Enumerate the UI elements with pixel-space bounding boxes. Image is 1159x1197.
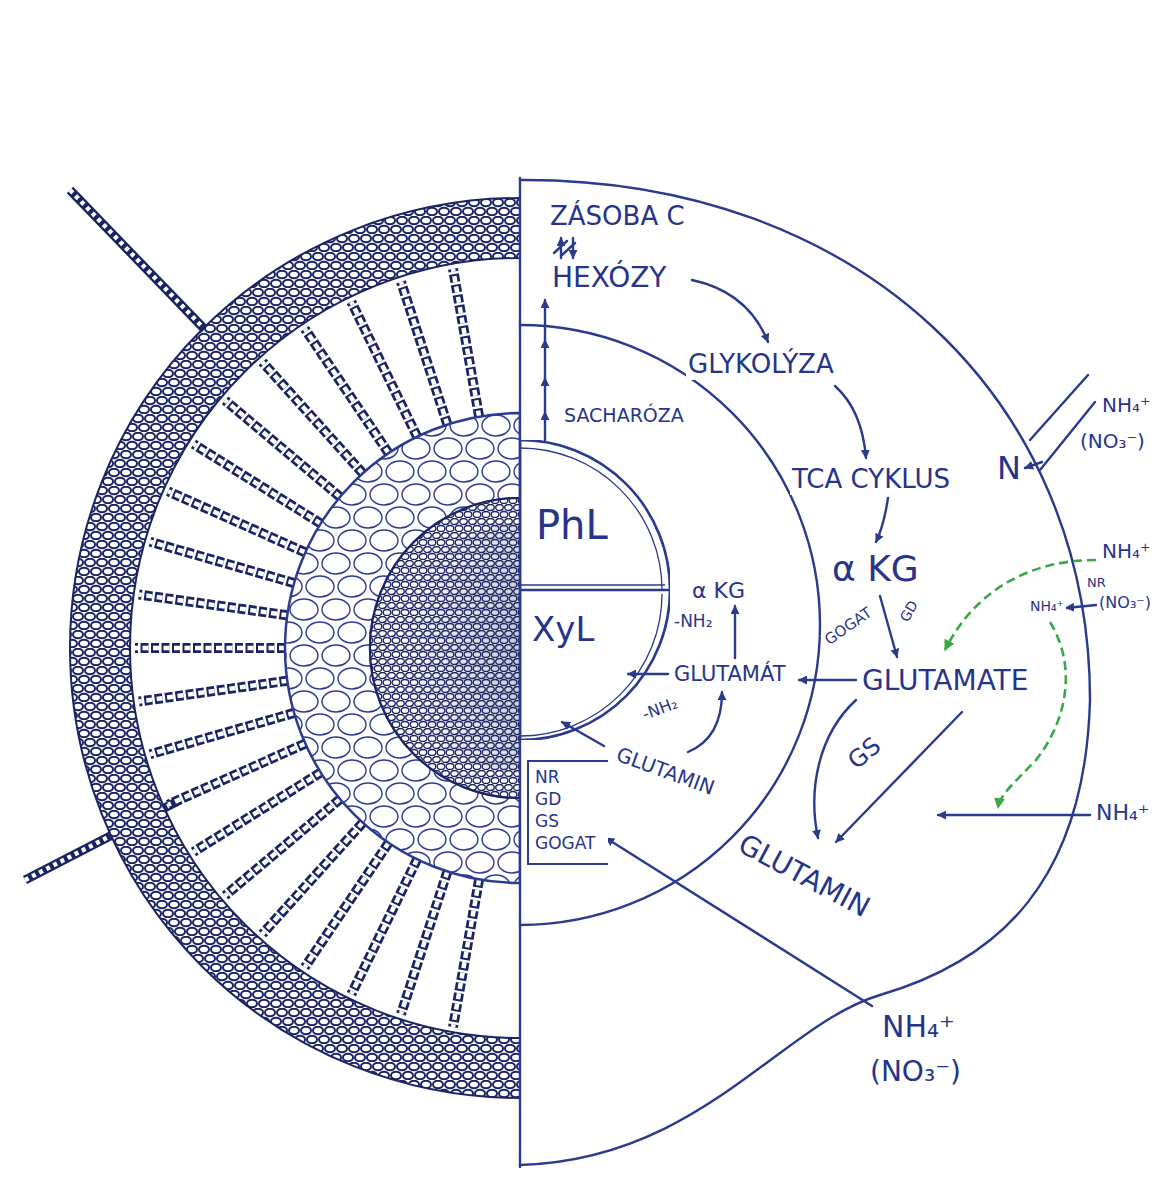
enzyme-name: GS bbox=[535, 810, 559, 832]
label-text: GLYKOLÝZA bbox=[686, 350, 836, 380]
sector-label: PhL bbox=[536, 502, 608, 548]
label-text: NH₄⁺ bbox=[1094, 800, 1151, 825]
label-text: (NO₃⁻) bbox=[1078, 430, 1147, 453]
label-text: (NO₃⁻) bbox=[868, 1056, 963, 1088]
green-dashed-arrow bbox=[945, 560, 1096, 650]
pathway-arrow bbox=[688, 692, 722, 752]
transport-arrow bbox=[544, 340, 546, 378]
label-text: GS bbox=[842, 731, 889, 776]
label-text: α KG bbox=[690, 578, 747, 603]
scheme-lines bbox=[520, 178, 1096, 1167]
label-text: GLUTAMIN bbox=[731, 827, 877, 925]
label-text: HEXÓZY bbox=[550, 262, 668, 294]
label-text: GOGAT bbox=[820, 603, 877, 650]
outer-root-outline bbox=[520, 180, 1090, 1165]
label-text: N bbox=[995, 450, 1023, 487]
inner-circle bbox=[520, 325, 820, 925]
uptake-arrow bbox=[938, 814, 1090, 816]
label-text: NH₄⁺ bbox=[1100, 394, 1153, 417]
pathway-arrow bbox=[880, 596, 897, 657]
label-text: GLUTAMÁT bbox=[672, 662, 788, 686]
enzyme-box: NRGDGSGOGAT bbox=[527, 760, 608, 865]
label-text: NH₄⁺ bbox=[1100, 540, 1153, 563]
transport-arrow bbox=[544, 378, 546, 412]
label-text: SACHARÓZA bbox=[562, 405, 686, 427]
xylem-outline bbox=[520, 590, 670, 740]
label-text: -NH₂ bbox=[638, 694, 682, 725]
pathway-arrow bbox=[835, 386, 866, 458]
reduction-arrow bbox=[1066, 605, 1096, 608]
label-text: ZÁSOBA C bbox=[548, 202, 687, 232]
sector-divider bbox=[520, 584, 665, 585]
reversible-arrow bbox=[572, 238, 574, 258]
phloem-inner-line bbox=[520, 448, 662, 590]
pathway-arrow bbox=[628, 673, 668, 675]
pathway-arrow bbox=[876, 498, 888, 542]
label-text: GLUTAMIN bbox=[611, 742, 719, 800]
uptake-arrow bbox=[1025, 462, 1042, 468]
transport-arrow bbox=[544, 412, 546, 440]
pathway-arrow bbox=[799, 679, 856, 681]
enzyme-name: NR bbox=[535, 766, 560, 788]
enzyme-name: GD bbox=[535, 788, 561, 810]
core-shading bbox=[395, 523, 520, 773]
phloem-outline bbox=[520, 440, 670, 590]
label-text: TCA CYKLUS bbox=[790, 465, 952, 495]
sector-label: XyL bbox=[532, 610, 594, 649]
label-text: NH₄⁺ bbox=[880, 1010, 957, 1045]
label-text: α KG bbox=[830, 548, 921, 589]
label-text: (NO₃⁻) bbox=[1097, 594, 1153, 612]
vessel-sector: PhL bbox=[520, 440, 670, 590]
block-slash bbox=[562, 243, 575, 255]
pathway-arrow bbox=[692, 280, 768, 342]
label-text: NH₄⁺ bbox=[1028, 598, 1066, 614]
label-text: NR bbox=[1085, 576, 1108, 591]
xylem-inner-line bbox=[520, 594, 662, 736]
pathway-arrow bbox=[734, 606, 736, 658]
label-text: -NH₂ bbox=[672, 612, 714, 632]
pathway-arrow bbox=[836, 712, 962, 842]
label-text: GD bbox=[895, 596, 922, 626]
enzyme-name: GOGAT bbox=[535, 832, 595, 854]
root-cross-section bbox=[25, 190, 520, 1098]
uptake-arrow bbox=[606, 838, 872, 1006]
transport-arrow bbox=[544, 300, 546, 340]
pathway-arrow bbox=[814, 700, 856, 838]
vessel-sector: XyL bbox=[520, 590, 670, 740]
label-text: GLUTAMATE bbox=[860, 665, 1030, 697]
green-dashed-arrow bbox=[998, 622, 1066, 808]
